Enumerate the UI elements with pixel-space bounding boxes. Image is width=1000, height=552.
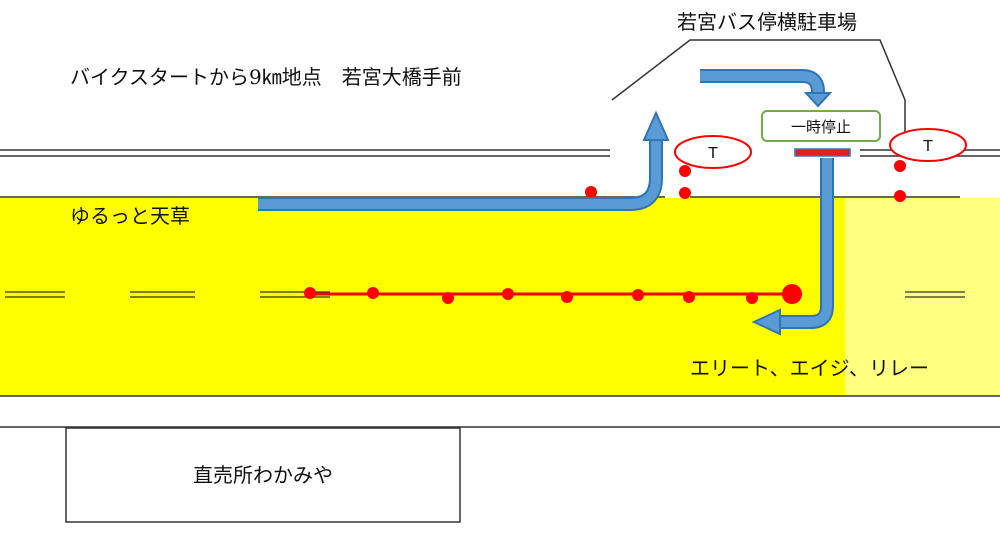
arrow-head-down-icon — [803, 92, 833, 108]
cone-dot — [367, 287, 379, 299]
parking-outline — [611, 39, 906, 150]
cone-dot — [632, 289, 644, 301]
traffic-guard-marker-left-icon — [674, 135, 752, 169]
arrow-yurutto — [258, 140, 661, 209]
traffic-cone-dots — [304, 160, 906, 304]
marker-label-right: T — [922, 137, 933, 155]
traffic-guard-marker-right-icon — [889, 128, 967, 162]
parking-label: 若宮バス停横駐車場 — [677, 10, 857, 34]
stop-line — [794, 148, 851, 157]
cone-dot-large — [782, 284, 802, 304]
stop-sign-label: 一時停止 — [791, 118, 851, 136]
shop-building — [65, 427, 461, 523]
course-elite-label: エリート、エイジ、リレー — [690, 356, 929, 380]
arrow-exit — [780, 158, 832, 327]
cone-dot — [894, 160, 906, 172]
arrow-parking — [700, 71, 823, 97]
cone-dot — [746, 292, 758, 304]
cone-dot — [683, 291, 695, 303]
cone-dot — [679, 187, 691, 199]
arrow-head-up-icon — [642, 110, 670, 141]
stop-sign-box — [761, 110, 881, 142]
marker-label-left: T — [707, 144, 718, 162]
cone-dot — [894, 190, 906, 202]
arrow-head-left-icon — [751, 308, 781, 336]
cone-dot — [502, 288, 514, 300]
cone-dot — [442, 292, 454, 304]
shop-label: 直売所わかみや — [193, 463, 333, 487]
cone-dot — [304, 287, 316, 299]
lane-lines — [0, 149, 1000, 428]
center-dashes — [5, 291, 965, 298]
cone-dot — [585, 186, 597, 198]
cone-dot — [561, 291, 573, 303]
location-label: バイクスタートから9㎞地点 若宮大橋手前 — [70, 65, 462, 89]
course-yurutto-label: ゆるっと天草 — [70, 204, 190, 228]
cone-dot — [679, 165, 691, 177]
